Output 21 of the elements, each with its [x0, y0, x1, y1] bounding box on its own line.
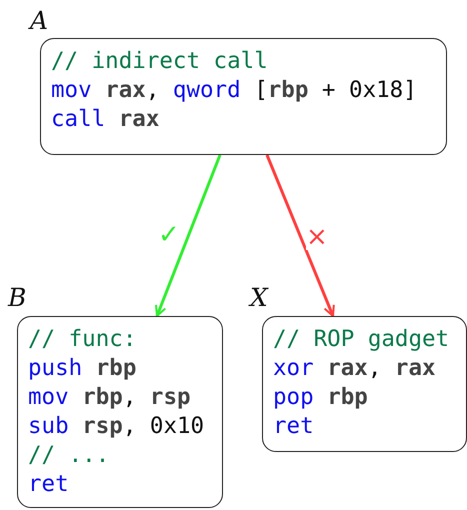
- code-line: ret: [273, 412, 314, 441]
- code-comment: // ROP gadget: [273, 325, 450, 354]
- block-label: A: [30, 8, 48, 33]
- code-line: call rax: [51, 105, 160, 134]
- block-label: B: [8, 285, 26, 310]
- arrow: [266, 154, 335, 317]
- code-line: mov rax, qword [rbp + 0x18]: [51, 76, 417, 105]
- code-line: ret: [28, 470, 69, 499]
- code-line: xor rax, rax: [273, 354, 436, 383]
- code-line: pop rbp: [273, 383, 368, 412]
- code-block: [262, 316, 467, 452]
- code-comment: // indirect call: [51, 47, 268, 76]
- code-comment: // func:: [28, 325, 136, 354]
- block-label: X: [250, 285, 268, 310]
- code-line: mov rbp, rsp: [28, 383, 191, 412]
- arrow: [155, 154, 222, 317]
- code-line: sub rsp, 0x10: [28, 412, 204, 441]
- code-block: [17, 316, 223, 508]
- code-line: push rbp: [28, 354, 136, 383]
- code-block: [40, 38, 447, 155]
- code-comment: // ...: [28, 441, 110, 470]
